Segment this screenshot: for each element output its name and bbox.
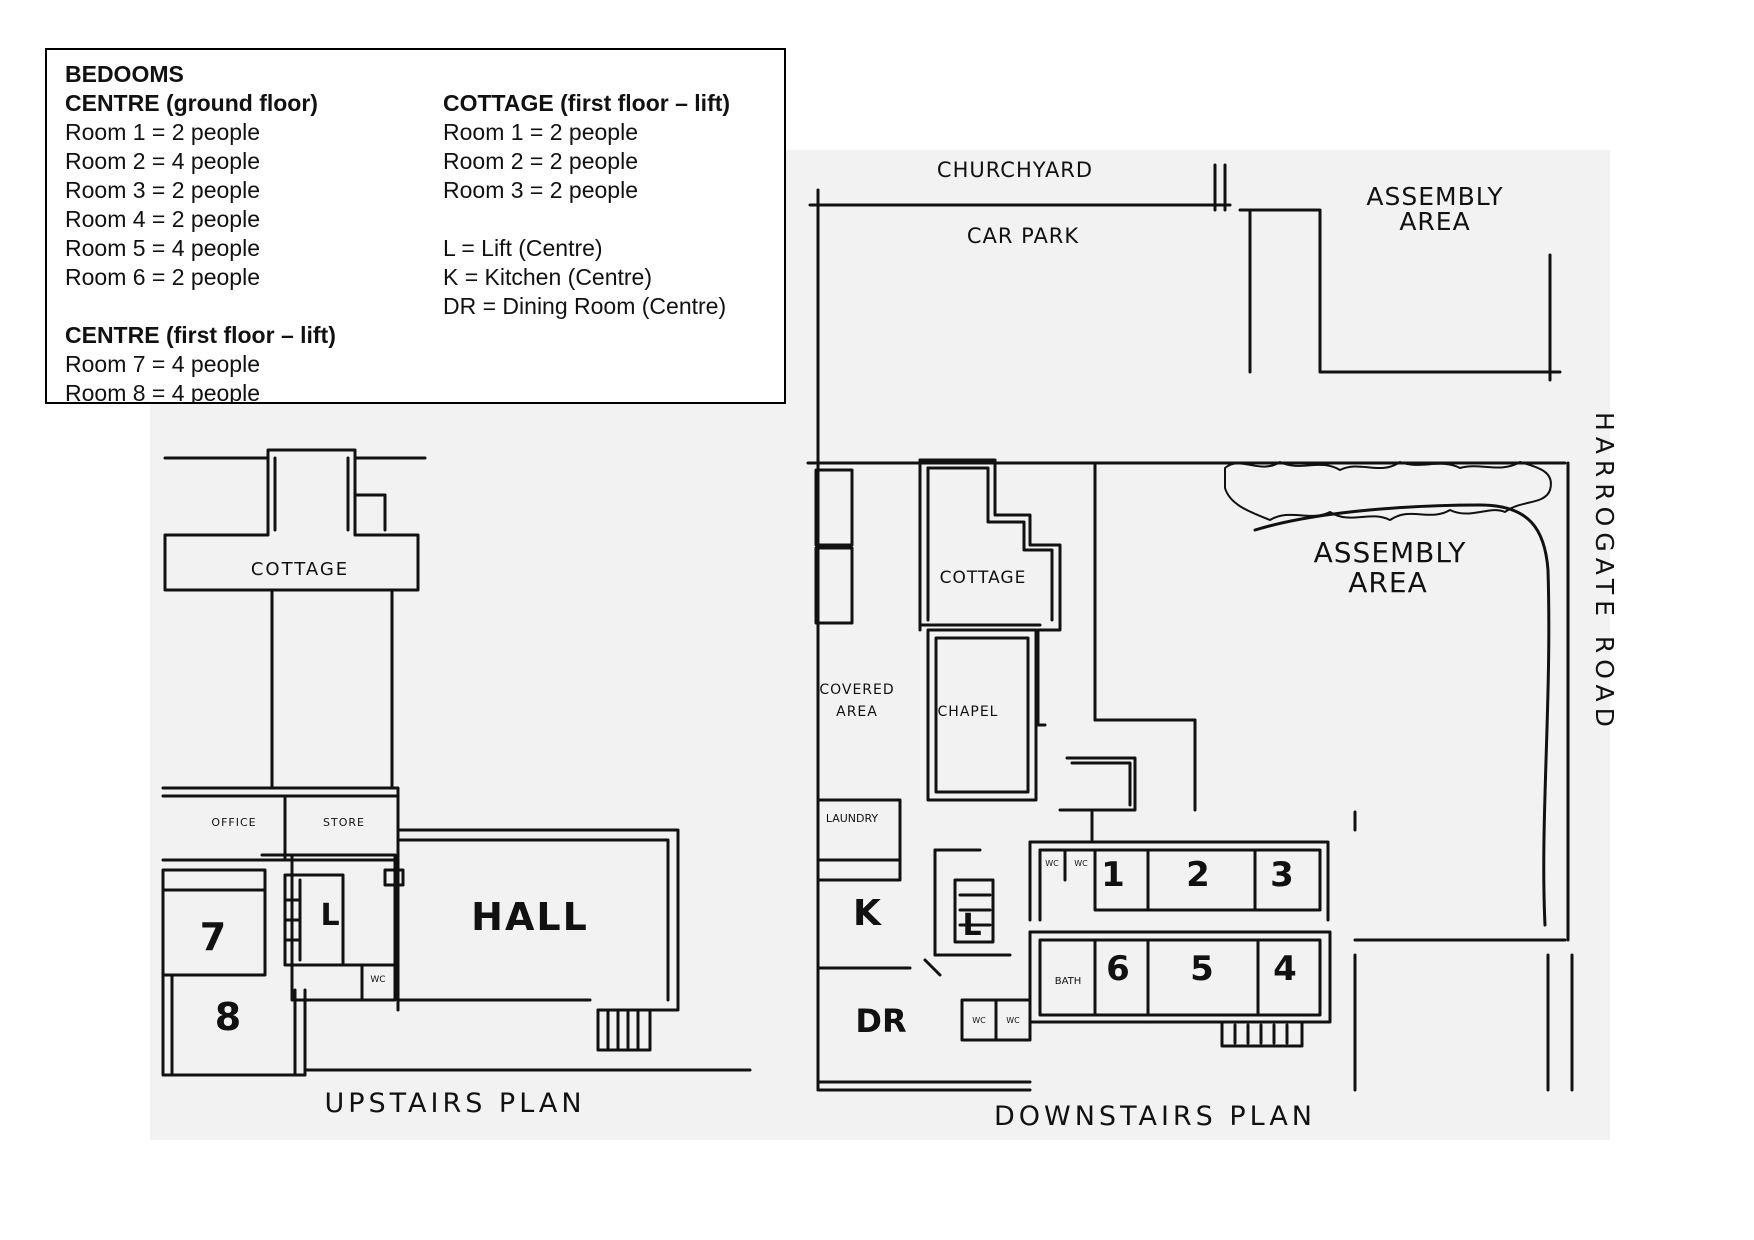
legend-room-entry: Room 6 = 2 people: [65, 264, 260, 290]
wc-label: WC: [1006, 1016, 1020, 1025]
bedrooms-legend: BEDOOMS CENTRE (ground floor) Room 1 = 2…: [45, 48, 786, 404]
legend-room-entry: Room 5 = 4 people: [65, 235, 260, 261]
assembly-area-label: ASSEMBLY: [1314, 536, 1467, 569]
room-1-label: 1: [1101, 855, 1125, 895]
legend-key-entry: DR = Dining Room (Centre): [443, 293, 727, 319]
wc-label: WC: [1045, 859, 1059, 868]
room-7-label: 7: [200, 915, 226, 959]
upstairs-lift-label: L: [320, 898, 339, 933]
harrogate-road-label: HARROGATE ROAD: [1590, 412, 1619, 733]
legend-room-entry: Room 8 = 4 people: [65, 380, 260, 404]
legend-centre-ground-heading: CENTRE (ground floor): [65, 90, 318, 116]
upstairs-plan: [161, 448, 752, 1077]
assembly-area-label: AREA: [1348, 566, 1427, 599]
churchyard-label: CHURCHYARD: [937, 158, 1093, 182]
room-8-label: 8: [215, 995, 241, 1039]
covered-area-label: COVERED: [819, 682, 894, 698]
legend-room-entry: Room 3 = 2 people: [443, 177, 638, 203]
upstairs-hall-label: HALL: [471, 895, 589, 939]
legend-title: BEDOOMS: [65, 61, 184, 87]
legend-left-column: BEDOOMS CENTRE (ground floor) Room 1 = 2…: [65, 60, 336, 404]
legend-cottage-heading: COTTAGE (first floor – lift): [443, 90, 731, 116]
downstairs-plan: [806, 163, 1574, 1092]
room-4-label: 4: [1273, 949, 1297, 989]
legend-room-entry: Room 2 = 4 people: [65, 148, 260, 174]
legend-room-entry: Room 7 = 4 people: [65, 351, 260, 377]
upstairs-plan-caption: UPSTAIRS PLAN: [324, 1088, 585, 1119]
kitchen-label: K: [853, 893, 882, 934]
bath-label: BATH: [1055, 976, 1082, 987]
legend-key-entry: K = Kitchen (Centre): [443, 264, 653, 290]
room-6-label: 6: [1106, 949, 1130, 989]
legend-right-column: COTTAGE (first floor – lift) Room 1 = 2 …: [443, 89, 730, 321]
room-5-label: 5: [1190, 949, 1214, 989]
assembly-area-top-label: ASSEMBLY: [1366, 182, 1503, 211]
room-3-label: 3: [1270, 855, 1294, 895]
upstairs-store-label: STORE: [323, 816, 365, 829]
downstairs-plan-caption: DOWNSTAIRS PLAN: [994, 1101, 1316, 1132]
legend-room-entry: Room 1 = 2 people: [65, 119, 260, 145]
upstairs-cottage-label: COTTAGE: [251, 559, 349, 580]
upstairs-office-label: OFFICE: [211, 816, 256, 829]
legend-key-entry: L = Lift (Centre): [443, 235, 603, 261]
wc-label: WC: [1074, 859, 1088, 868]
legend-room-entry: Room 1 = 2 people: [443, 119, 638, 145]
covered-area-label: AREA: [836, 704, 878, 720]
legend-room-entry: Room 4 = 2 people: [65, 206, 260, 232]
upstairs-wc-label: WC: [370, 975, 385, 985]
chapel-label: CHAPEL: [938, 704, 999, 720]
legend-room-entry: Room 3 = 2 people: [65, 177, 260, 203]
downstairs-lift-label: L: [962, 908, 981, 943]
dining-room-label: DR: [855, 1002, 906, 1040]
downstairs-cottage-label: COTTAGE: [940, 568, 1027, 588]
room-2-label: 2: [1186, 855, 1210, 895]
laundry-label: LAUNDRY: [826, 812, 879, 825]
legend-room-entry: Room 2 = 2 people: [443, 148, 638, 174]
wc-label: WC: [972, 1016, 986, 1025]
assembly-area-top-label: AREA: [1399, 207, 1470, 236]
car-park-label: CAR PARK: [967, 224, 1080, 248]
legend-centre-first-heading: CENTRE (first floor – lift): [65, 322, 336, 348]
